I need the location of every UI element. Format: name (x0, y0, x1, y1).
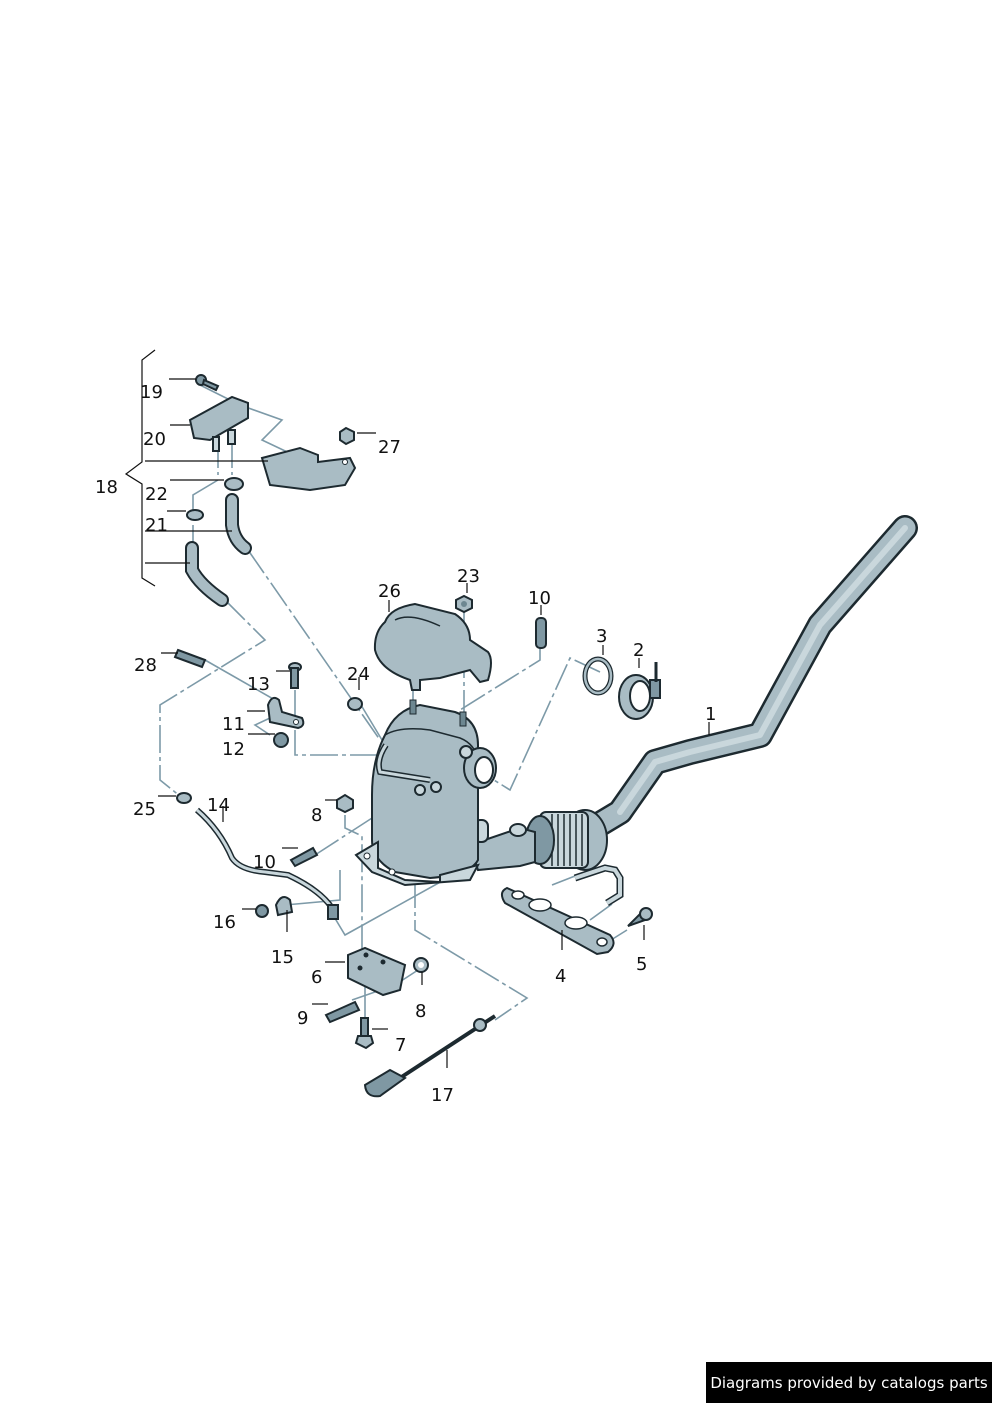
hose-lower (185, 541, 229, 607)
bolt-part-7 (354, 1017, 375, 1050)
grommet-part-12 (273, 732, 289, 748)
bracket-part-6 (347, 946, 407, 997)
bracket-part-11 (266, 696, 305, 730)
nut-part-8-upper (336, 793, 354, 814)
heat-shield-part-26 (373, 602, 492, 691)
stud-part-9 (324, 1000, 361, 1024)
callout-19: 19 (140, 382, 163, 403)
stud-part-10-lower (289, 846, 319, 868)
callout-20: 20 (143, 429, 166, 450)
credit-text: Diagrams provided by catalogs parts (710, 1373, 988, 1392)
grommet-part-24 (347, 697, 363, 711)
callout-15: 15 (271, 947, 294, 968)
callout-17: 17 (431, 1085, 454, 1106)
callout-25: 25 (133, 799, 156, 820)
exhaust-pipe-part-1 (468, 515, 918, 906)
flange-gasket-part-4 (501, 886, 615, 956)
bolt-part-5 (627, 907, 653, 927)
nut-part-16 (255, 904, 269, 918)
credit-banner: Diagrams provided by catalogs parts (706, 1362, 992, 1403)
callout-1: 1 (705, 704, 717, 725)
nut-part-27 (339, 426, 355, 446)
hose-clamp-part-21 (186, 509, 204, 521)
callout-2: 2 (633, 640, 645, 661)
nut-part-23 (455, 594, 473, 614)
bolt-part-19 (195, 374, 220, 392)
hose-upper (225, 493, 252, 555)
callout-8-lower: 8 (415, 1001, 427, 1022)
callout-9: 9 (297, 1008, 309, 1029)
pressure-pipe-part-14 (195, 807, 339, 920)
callout-5: 5 (636, 954, 648, 975)
callout-14: 14 (207, 795, 230, 816)
bolt-part-13 (288, 662, 302, 689)
callout-28: 28 (134, 655, 157, 676)
group-brace-18 (124, 349, 156, 587)
clip-part-15 (274, 895, 294, 917)
seal-ring-part-3 (582, 656, 614, 696)
callout-4: 4 (555, 966, 567, 987)
callout-6: 6 (311, 967, 323, 988)
hose-clamp-part-22 (224, 477, 244, 491)
clamp-part-2 (618, 662, 661, 720)
callout-10-upper: 10 (528, 588, 551, 609)
callout-3: 3 (596, 626, 608, 647)
stud-part-28 (173, 648, 207, 669)
callout-22: 22 (145, 484, 168, 505)
callout-23: 23 (457, 566, 480, 587)
callout-10-lower: 10 (253, 852, 276, 873)
callout-21: 21 (145, 515, 168, 536)
callout-13: 13 (247, 674, 270, 695)
stud-part-10-upper (535, 617, 547, 649)
callout-7: 7 (395, 1035, 407, 1056)
callout-24: 24 (347, 664, 370, 685)
callout-18: 18 (95, 477, 118, 498)
nut-part-8-lower (413, 957, 429, 973)
callout-16: 16 (213, 912, 236, 933)
callout-27: 27 (378, 437, 401, 458)
temperature-sensor-part-17 (363, 1014, 497, 1098)
bracket-sensor-holder (260, 446, 357, 492)
leader-lines (145, 378, 710, 1068)
callout-26: 26 (378, 581, 401, 602)
pressure-sensor-part-20 (188, 395, 249, 452)
callout-8-upper: 8 (311, 805, 323, 826)
callout-11: 11 (222, 714, 245, 735)
callout-12: 12 (222, 739, 245, 760)
grommet-part-25 (176, 792, 192, 804)
particulate-filter-body (354, 699, 497, 887)
